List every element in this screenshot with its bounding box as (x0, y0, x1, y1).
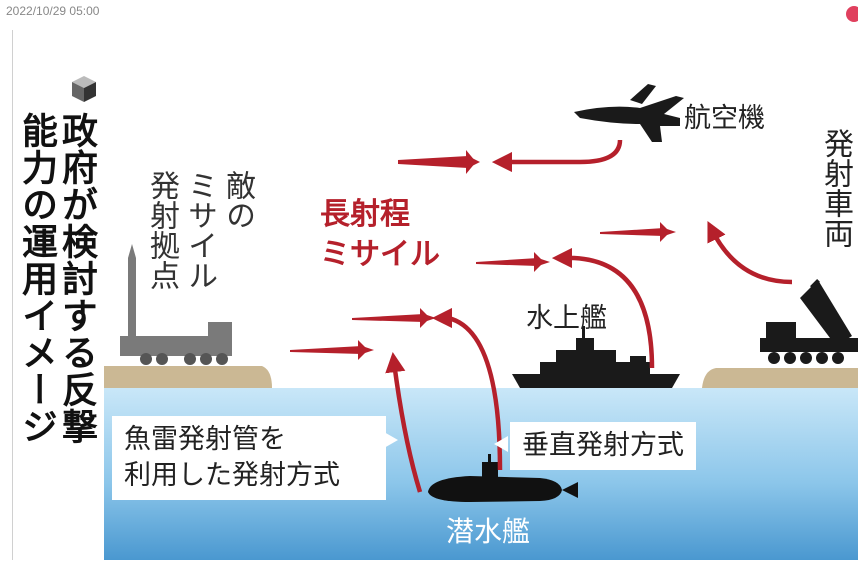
missile-4 (352, 308, 436, 328)
land-right (702, 368, 858, 388)
missiles (290, 150, 676, 360)
cube-icon (72, 76, 96, 102)
missile-2 (476, 252, 550, 272)
path-sub-torpedo (385, 351, 423, 493)
path-vehicle (707, 220, 793, 285)
missile-5 (290, 340, 374, 360)
torpedo-launch-line-2: 利用した発射方式 (124, 460, 340, 491)
title-line-2: 能力の運用イメージ (16, 112, 57, 445)
flight-paths (385, 139, 793, 493)
timestamp: 2022/10/29 05:00 (6, 4, 100, 18)
path-aircraft (491, 139, 623, 173)
enemy-launcher-icon (120, 244, 232, 365)
enemy-base-label-line-3: 発射拠点 (144, 170, 179, 290)
path-ship (551, 247, 655, 369)
land-left (104, 366, 272, 388)
path-sub-vertical (431, 307, 503, 471)
launcher-vehicle-icon (760, 279, 858, 364)
callout-pointer-left (384, 432, 398, 448)
aircraft-icon (574, 84, 684, 142)
divider (12, 30, 13, 560)
missile-3 (600, 222, 676, 242)
torpedo-launch-line-1: 魚雷発射管を (124, 424, 286, 455)
title-line-1: 政府が検討する反撃 (56, 112, 97, 445)
aircraft-label: 航空機 (684, 103, 765, 134)
surface-ship-icon (512, 326, 680, 388)
enemy-base-label-line-2: ミサイル (182, 170, 217, 290)
submarine-icon (428, 454, 578, 502)
long-range-label-line-1: 長射程 (320, 197, 410, 232)
long-range-label-line-2: ミサイル (320, 237, 440, 272)
enemy-base-label-line-1: 敵の (220, 170, 255, 230)
torpedo-launch-callout: 魚雷発射管を 利用した発射方式 (112, 416, 386, 500)
callout-pointer-right (494, 436, 508, 452)
vertical-launch-callout: 垂直発射方式 (510, 422, 696, 470)
close-badge-icon[interactable] (846, 6, 858, 22)
launcher-vehicle-label: 発射車両 (818, 128, 853, 248)
missile-1 (398, 150, 480, 174)
surface-ship-label: 水上艦 (526, 303, 607, 334)
submarine-label: 潜水艦 (446, 515, 531, 548)
